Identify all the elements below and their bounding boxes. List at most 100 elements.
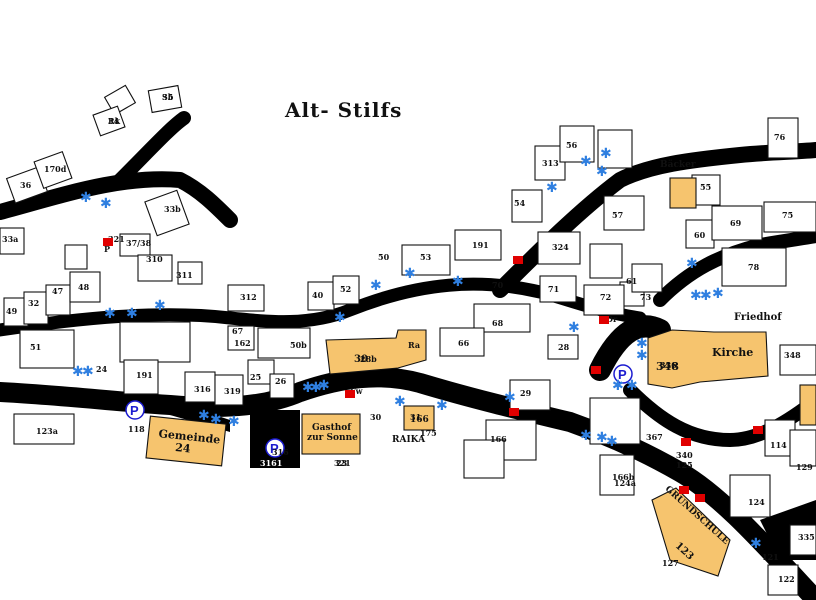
- house-number: 29: [520, 388, 532, 398]
- shop-marker-icon: [103, 238, 113, 246]
- building-30-number: 30: [354, 354, 368, 365]
- house-number: 37/38: [126, 238, 152, 248]
- house-number: Rk: [108, 116, 121, 126]
- house-number: 26: [275, 376, 287, 386]
- house-number: 313: [542, 158, 559, 168]
- house-number: 122: [778, 574, 795, 584]
- buildings: [0, 84, 816, 596]
- shop-marker-icon: [681, 438, 691, 446]
- house-number: 114: [770, 440, 787, 450]
- info-marker-icon: ✱: [228, 414, 240, 430]
- house-number: 319: [224, 386, 241, 396]
- info-marker-icon: ✱: [626, 378, 638, 394]
- house-number: 191: [472, 240, 489, 250]
- house-number: 311: [176, 270, 193, 280]
- house-number: 78: [748, 262, 760, 272]
- info-marker-icon: ✱: [126, 306, 138, 322]
- house-number: 35: [162, 92, 173, 102]
- house-number: 312: [240, 292, 257, 302]
- house-number: 28: [558, 342, 570, 352]
- parking-label: P: [130, 403, 139, 418]
- shop-marker-icon: [513, 256, 523, 264]
- house-number: 129: [796, 462, 813, 472]
- shop-marker-icon: [695, 494, 705, 502]
- house-number: 56: [566, 140, 578, 150]
- gasthof-number: 321: [334, 458, 351, 468]
- house-number: Dr: [606, 314, 618, 324]
- house-number: 61: [626, 276, 637, 286]
- info-marker-icon: ✱: [580, 154, 592, 170]
- parking-icon: [265, 438, 285, 458]
- house-number: Sb: [162, 92, 174, 102]
- info-marker-icon: ✱: [568, 320, 580, 336]
- info-marker-icon: ✱: [370, 278, 382, 294]
- house-number: 55: [700, 182, 711, 192]
- info-marker-icon: ✱: [452, 274, 464, 290]
- info-marker-icon: ✱: [210, 412, 222, 428]
- house-number: 75: [782, 210, 793, 220]
- house-number: 73: [640, 292, 652, 302]
- house-number: 24: [96, 364, 108, 374]
- info-marker-icon: ✱: [686, 256, 698, 272]
- info-marker-icon: ✱: [404, 266, 416, 282]
- house-number: 324: [552, 242, 569, 252]
- house-number: 367: [646, 432, 663, 442]
- parking-markers: P P P: [125, 364, 633, 458]
- house-number: 335: [798, 532, 815, 542]
- shop-marker-icon: [679, 486, 689, 494]
- house-number: 54: [514, 198, 526, 208]
- raika-label: RAIKA: [392, 435, 426, 445]
- info-marker-icon: ✱: [580, 428, 592, 444]
- house-number: 23: [336, 458, 348, 468]
- house-number: 57: [612, 210, 623, 220]
- info-marker-icon: ✱: [600, 146, 612, 162]
- info-marker-icon: ✱: [100, 196, 112, 212]
- house-number: 162: [234, 338, 251, 348]
- info-marker-icon: ✱: [310, 380, 322, 396]
- friedhof-label: Friedhof: [734, 312, 782, 323]
- house-number: 50b: [290, 340, 307, 350]
- house-number: 118: [128, 424, 145, 434]
- raika-number: 166: [410, 415, 429, 425]
- house-number: 36: [20, 180, 32, 190]
- parking-icon: [613, 364, 633, 384]
- info-marker-icon: ✱: [612, 378, 624, 394]
- house-number: 170d: [44, 164, 67, 174]
- house-number: 68: [492, 318, 504, 328]
- house-number: 66: [458, 338, 470, 348]
- info-marker-icon: ✱: [394, 394, 406, 410]
- parking-number: 3161: [260, 458, 282, 468]
- info-marker-icon: ✱: [712, 286, 724, 302]
- info-marker-icon: ✱: [546, 180, 558, 196]
- house-number: 316: [194, 384, 211, 394]
- backerei-building: [669, 177, 697, 209]
- house-number: 340: [676, 450, 693, 460]
- info-marker-icon: ✱: [636, 336, 648, 352]
- house-number: 72: [600, 292, 611, 302]
- gasthof-building: [301, 413, 361, 455]
- house-number: 166: [490, 434, 507, 444]
- grundschule-building: [651, 487, 731, 577]
- house-number: 49: [6, 306, 18, 316]
- info-marker-icon: ✱: [318, 378, 330, 394]
- info-marker-icon: ✱: [198, 408, 210, 424]
- house-number: 30: [370, 412, 382, 422]
- gemeinde-building: [145, 415, 227, 467]
- shop-marker-icon: [345, 390, 355, 398]
- house-number: 71: [548, 284, 559, 294]
- info-marker-icon: ✱: [504, 390, 516, 406]
- info-marker-icon: ✱: [80, 190, 92, 206]
- parking-icon: [125, 400, 145, 420]
- house-number: 40: [312, 290, 324, 300]
- info-marker-icon: ✱: [334, 310, 346, 326]
- shop-marker-icon: [509, 408, 519, 416]
- house-number: 31: [410, 412, 421, 422]
- info-marker-icon: ✱: [104, 306, 116, 322]
- shop-marker-icon: [753, 426, 763, 434]
- raika-building: [403, 405, 435, 431]
- house-number: 125: [676, 460, 693, 470]
- map-title: Alt- Stilfs: [284, 98, 402, 122]
- gemeinde-label: Gemeinde24: [157, 427, 221, 458]
- house-number: 32: [28, 298, 39, 308]
